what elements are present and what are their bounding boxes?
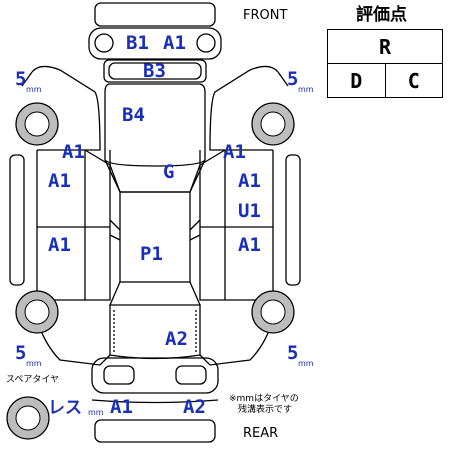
code-left-front-door: A1 [48, 170, 71, 192]
tire-front-right-value: 5 [287, 68, 299, 90]
grade-overall: R [327, 29, 443, 64]
tire-front-left-unit: mm [26, 85, 42, 94]
spare-tire-label: スペアタイヤ [6, 375, 60, 385]
tire-front-right-unit: mm [298, 85, 314, 94]
code-right-rear-door: A1 [238, 234, 261, 256]
code-hood: B4 [122, 104, 145, 126]
code-left-rear-door: A1 [48, 234, 71, 256]
code-front-bumper-right: A1 [163, 32, 186, 54]
code-trunk: A2 [165, 328, 188, 350]
tire-rear-left-unit: mm [26, 359, 42, 368]
tire-rear-left-value: 5 [15, 342, 27, 364]
grade-table: R D C [327, 29, 443, 98]
code-front-bumper-left: B1 [126, 32, 149, 54]
tire-spare-value: レス [48, 398, 82, 418]
grade-interior: D [327, 63, 386, 98]
code-right-front-door-a: A1 [238, 170, 261, 192]
tire-rear-right-value: 5 [287, 342, 299, 364]
code-windshield: G [163, 161, 175, 183]
tire-rear-right-unit: mm [298, 359, 314, 368]
mm-note-line2: 残溝表示です [238, 405, 293, 415]
code-front-left-fender: A1 [62, 141, 85, 163]
code-rear-bumper-right: A2 [183, 396, 206, 418]
code-front-right-fender: A1 [223, 141, 246, 163]
rear-label: REAR [243, 426, 279, 441]
tire-front-left-value: 5 [15, 68, 27, 90]
tire-spare-unit: mm [88, 408, 104, 417]
grade-exterior: C [384, 63, 443, 98]
code-roof: P1 [140, 243, 163, 265]
code-right-front-door-b: U1 [238, 200, 261, 222]
code-front-panel: B3 [143, 60, 166, 82]
grade-title: 評価点 [356, 5, 407, 25]
code-rear-bumper-left: A1 [110, 396, 133, 418]
front-label: FRONT [243, 8, 288, 23]
mm-note-line1: ※mmはタイヤの [229, 394, 299, 404]
